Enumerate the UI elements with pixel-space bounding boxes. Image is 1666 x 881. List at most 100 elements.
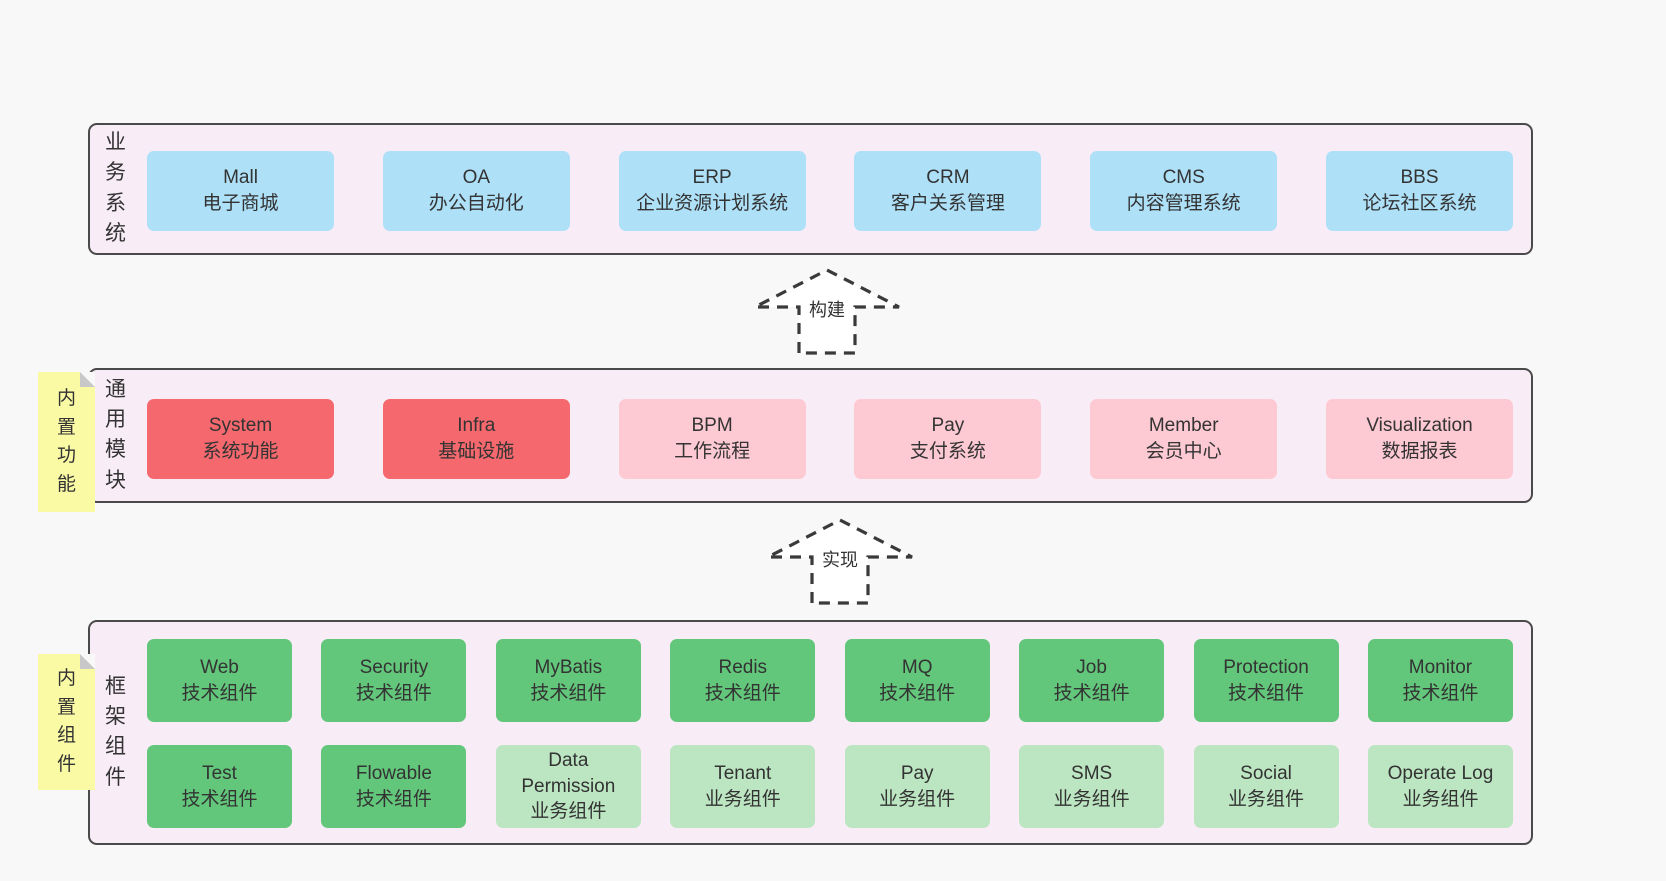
box-subtitle: 技术组件 xyxy=(1228,682,1305,704)
box-title: Redis xyxy=(718,656,768,678)
box-title: CRM xyxy=(926,167,970,189)
box-title: CMS xyxy=(1162,167,1205,189)
box-title: BBS xyxy=(1400,167,1439,189)
box-title: Data Permission xyxy=(521,750,616,797)
box-subtitle: 业务组件 xyxy=(530,801,607,823)
layer-label-modules: 通用模块 xyxy=(105,377,127,492)
layer-label-business: 业务系统 xyxy=(105,131,127,246)
component-box-oa: OA 办公自动化 xyxy=(382,151,570,231)
box-subtitle: 技术组件 xyxy=(1402,682,1479,704)
box-title: System xyxy=(208,415,273,437)
box-subtitle: 企业资源计划系统 xyxy=(636,193,789,214)
arrow-outline xyxy=(754,268,900,355)
box-title: Protection xyxy=(1223,656,1309,678)
component-box-pay: Pay 支付系统 xyxy=(854,399,1042,479)
box-subtitle: 业务组件 xyxy=(1228,788,1305,810)
box-subtitle: 技术组件 xyxy=(1053,682,1130,704)
box-title: Pay xyxy=(900,762,934,784)
box-subtitle: 业务组件 xyxy=(704,788,781,810)
module-boxes: System 系统功能 Infra 基础设施 BPM 工作流程 Pay 支付系统 Member 会… xyxy=(147,399,1513,479)
component-box-mybatis: MyBatis 技术组件 xyxy=(495,639,641,722)
box-title: ERP xyxy=(692,167,732,189)
box-title: Test xyxy=(202,762,237,784)
box-subtitle: 业务组件 xyxy=(879,788,956,810)
box-subtitle: 技术组件 xyxy=(879,682,956,704)
built-in-functions-tag: 内置功能 xyxy=(38,372,95,512)
box-title: Social xyxy=(1240,762,1292,784)
component-box-mq: MQ 技术组件 xyxy=(844,639,990,722)
box-subtitle: 办公自动化 xyxy=(428,193,524,214)
built-in-components-tag: 内置组件 xyxy=(38,654,95,790)
box-subtitle: 内容管理系统 xyxy=(1126,193,1241,214)
box-subtitle: 电子商城 xyxy=(202,193,279,214)
component-box-mall: Mall 电子商城 xyxy=(147,151,334,231)
component-box-member: Member 会员中心 xyxy=(1090,399,1278,479)
box-subtitle: 技术组件 xyxy=(181,682,258,704)
box-title: Web xyxy=(200,656,239,678)
box-subtitle: 会员中心 xyxy=(1145,441,1222,462)
component-box-job: Job 技术组件 xyxy=(1019,639,1165,722)
box-subtitle: 工作流程 xyxy=(674,441,751,462)
tag-label: 内置组件 xyxy=(56,668,76,775)
component-box-crm: CRM 客户关系管理 xyxy=(854,151,1042,231)
box-subtitle: 技术组件 xyxy=(355,682,432,704)
common-modules-layer: 通用模块 System 系统功能 Infra 基础设施 BPM 工作流程 Pay 支付系统 Me… xyxy=(88,368,1533,503)
component-box-system: System 系统功能 xyxy=(147,399,334,479)
component-box-infra: Infra 基础设施 xyxy=(382,399,570,479)
component-box-bbs: BBS 论坛社区系统 xyxy=(1325,151,1513,231)
box-subtitle: 支付系统 xyxy=(909,441,986,462)
box-title: Flowable xyxy=(355,762,432,784)
box-subtitle: 客户关系管理 xyxy=(890,193,1005,214)
arrow-label: 实现 xyxy=(822,550,858,570)
box-title: Security xyxy=(359,656,429,678)
box-title: Mall xyxy=(223,167,258,189)
box-title: Visualization xyxy=(1366,415,1473,437)
component-box-security: Security 技术组件 xyxy=(321,639,467,722)
arrow-label: 构建 xyxy=(809,300,845,320)
box-subtitle: 技术组件 xyxy=(530,682,607,704)
component-box-monitor: Monitor 技术组件 xyxy=(1367,639,1513,722)
implement-arrow: 实现 xyxy=(767,518,913,605)
box-title: MyBatis xyxy=(534,656,603,678)
box-subtitle: 数据报表 xyxy=(1381,441,1458,462)
component-box-data-permission: Data Permission 业务组件 xyxy=(495,745,641,828)
component-box-pay: Pay 业务组件 xyxy=(844,745,990,828)
box-title: Member xyxy=(1148,415,1219,437)
box-subtitle: 业务组件 xyxy=(1402,788,1479,810)
tag-label: 内置功能 xyxy=(56,388,76,495)
box-title: BPM xyxy=(691,415,733,437)
box-subtitle: 技术组件 xyxy=(355,788,432,810)
component-box-bpm: BPM 工作流程 xyxy=(618,399,806,479)
component-box-cms: CMS 内容管理系统 xyxy=(1090,151,1278,231)
box-title: OA xyxy=(462,167,491,189)
box-subtitle: 基础设施 xyxy=(438,441,515,462)
component-box-social: Social 业务组件 xyxy=(1193,745,1339,828)
box-title: Pay xyxy=(931,415,965,437)
component-box-test: Test 技术组件 xyxy=(147,745,292,828)
box-title: Operate Log xyxy=(1387,762,1494,784)
component-box-visualization: Visualization 数据报表 xyxy=(1325,399,1513,479)
component-box-protection: Protection 技术组件 xyxy=(1193,639,1339,722)
box-title: MQ xyxy=(901,656,933,678)
component-box-sms: SMS 业务组件 xyxy=(1019,745,1165,828)
box-title: Job xyxy=(1076,656,1107,678)
box-subtitle: 技术组件 xyxy=(181,788,258,810)
box-title: Monitor xyxy=(1408,656,1473,678)
layer-label-framework: 框架组件 xyxy=(105,674,127,789)
box-title: SMS xyxy=(1071,762,1113,784)
box-subtitle: 系统功能 xyxy=(202,441,279,462)
box-subtitle: 论坛社区系统 xyxy=(1362,193,1477,214)
business-boxes: Mall 电子商城 OA 办公自动化 ERP 企业资源计划系统 CRM 客户关系管理 CMS 内容… xyxy=(147,151,1513,231)
box-subtitle: 业务组件 xyxy=(1053,788,1130,810)
component-box-operate-log: Operate Log 业务组件 xyxy=(1367,745,1513,828)
business-systems-layer: 业务系统 Mall 电子商城 OA 办公自动化 ERP 企业资源计划系统 CRM 客户关系管理… xyxy=(88,123,1533,255)
component-box-flowable: Flowable 技术组件 xyxy=(321,745,467,828)
build-arrow: 构建 xyxy=(754,268,900,355)
box-title: Infra xyxy=(457,415,496,437)
component-box-erp: ERP 企业资源计划系统 xyxy=(618,151,806,231)
